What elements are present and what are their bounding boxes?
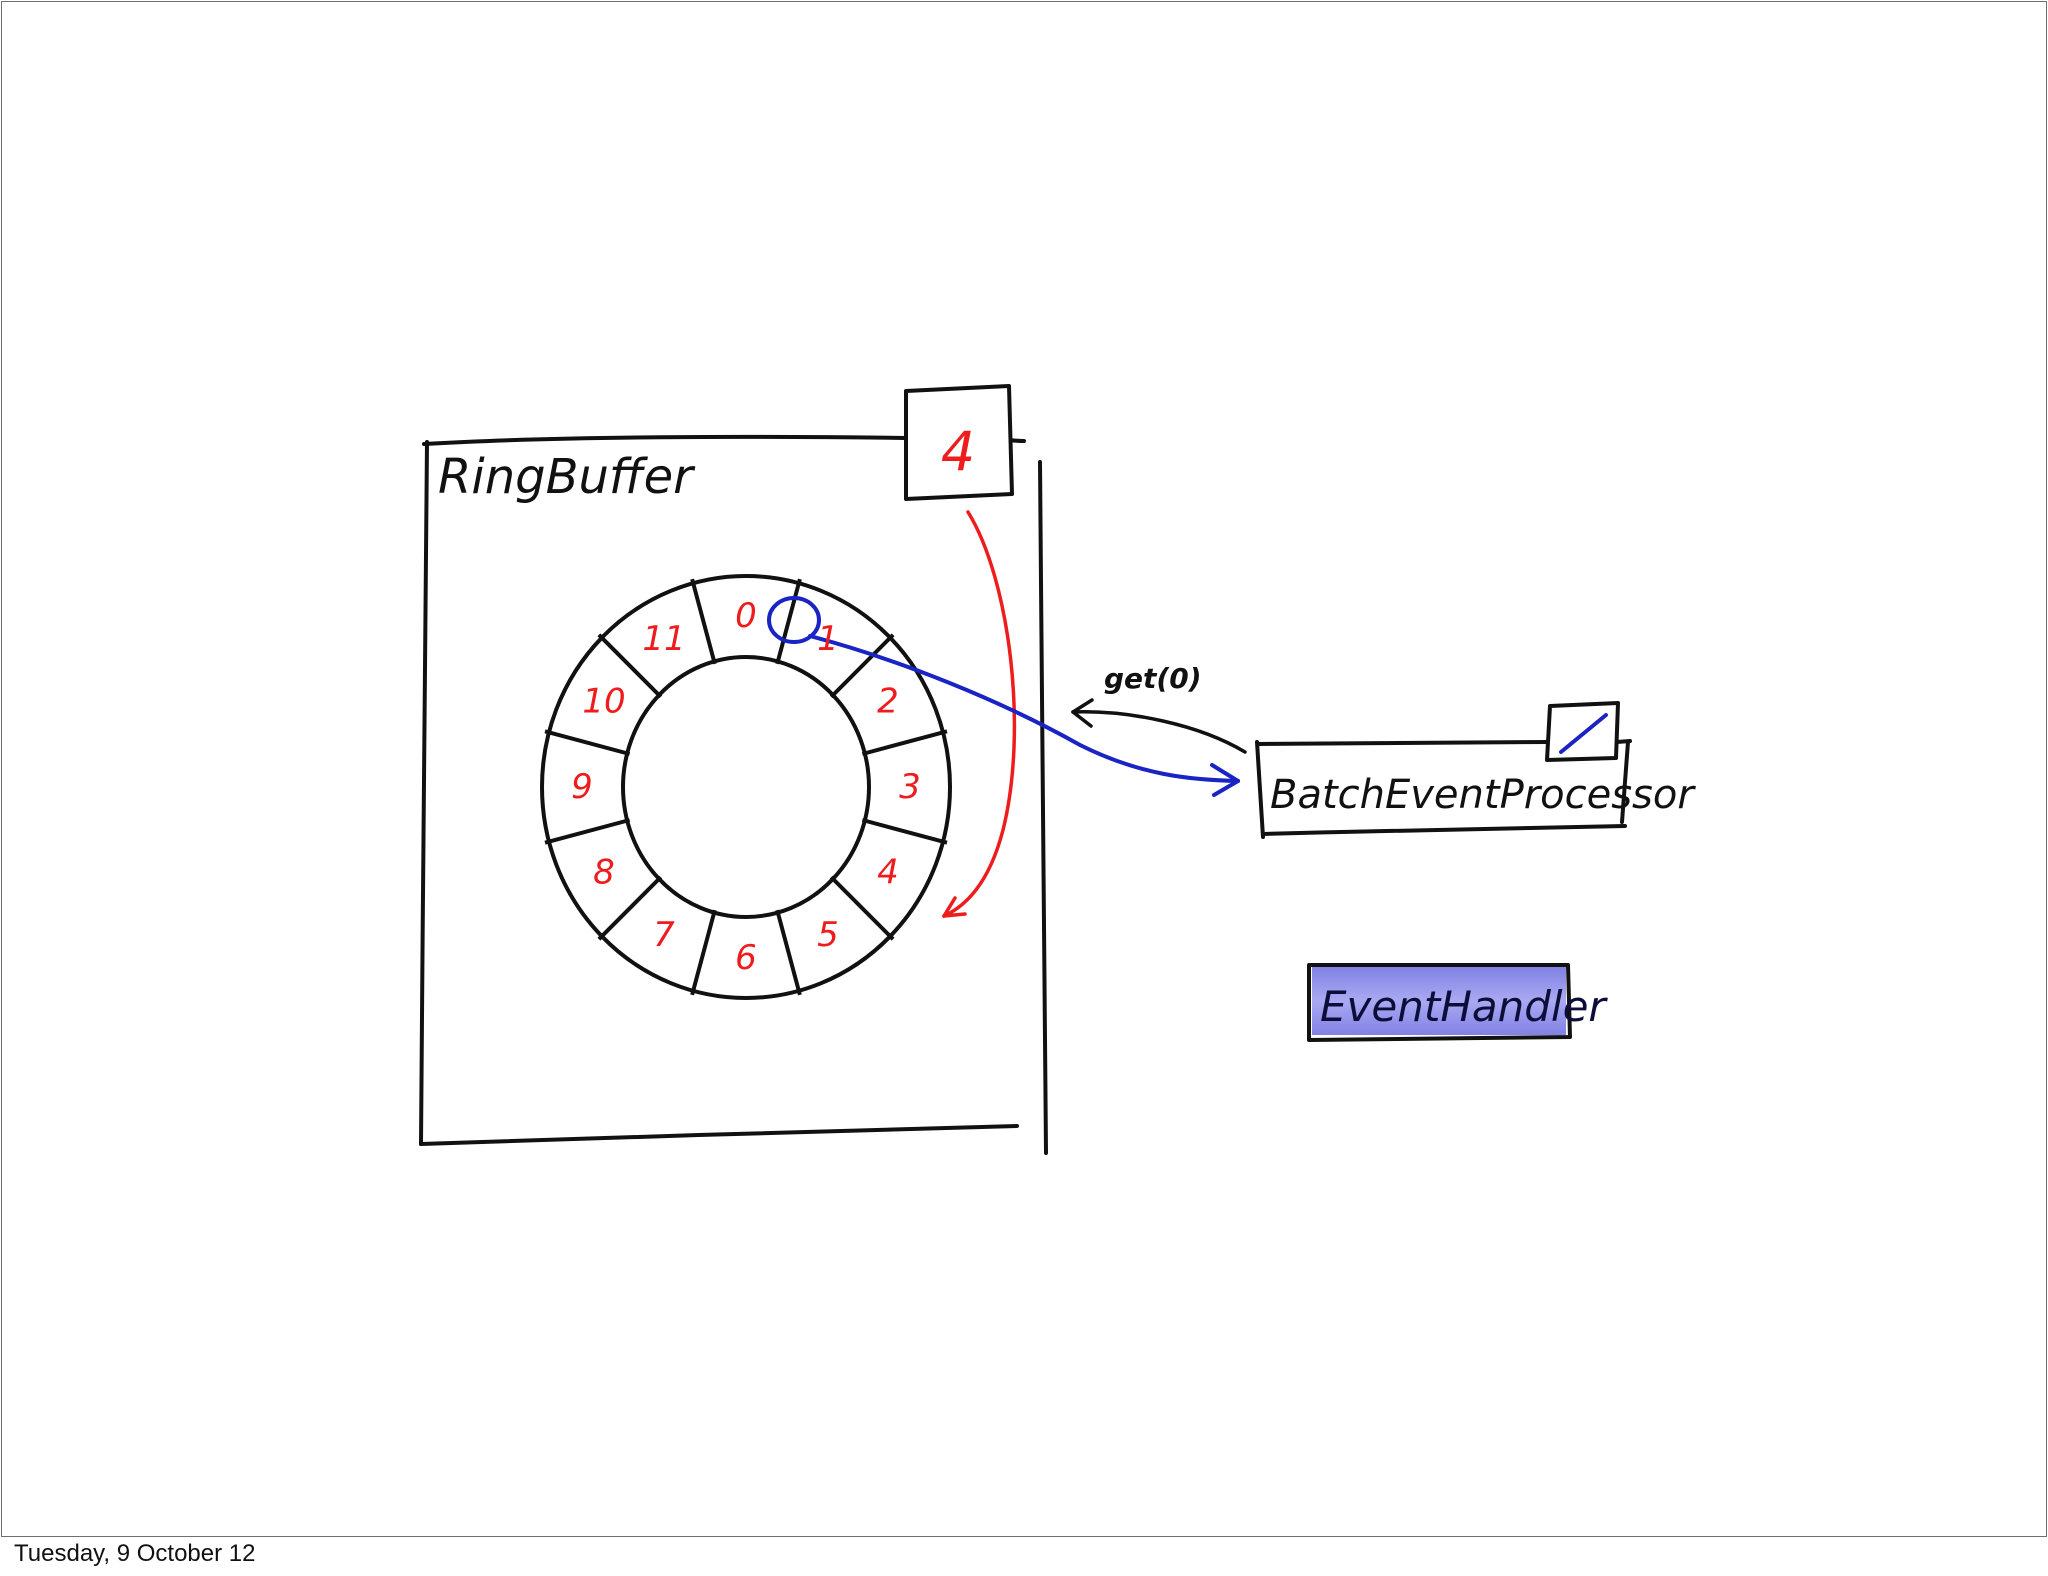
ring-slot-divider bbox=[861, 818, 948, 845]
footer-date: Tuesday, 9 October 12 bbox=[14, 1540, 256, 1567]
slide-frame bbox=[1, 1, 2047, 1537]
ring-slot-divider bbox=[544, 818, 631, 845]
ring-slot-9: 9 bbox=[571, 767, 593, 807]
ring-slot-divider bbox=[861, 729, 948, 756]
handler-label: EventHandler bbox=[1320, 982, 1608, 1031]
ring-slot-divider bbox=[829, 633, 895, 699]
ring-slot-divider bbox=[775, 578, 802, 665]
ring-slot-4: 4 bbox=[877, 853, 899, 893]
ring-slot-divider bbox=[775, 909, 802, 996]
ring-slot-divider bbox=[544, 729, 631, 756]
ringbuffer-sequence-box bbox=[904, 384, 1014, 501]
processor-sequence-slash bbox=[1559, 713, 1608, 754]
ring-slot-1: 1 bbox=[817, 619, 839, 659]
ring-slot-8: 8 bbox=[593, 853, 615, 893]
handler-box bbox=[1307, 963, 1572, 1042]
ring-inner-edge bbox=[621, 655, 871, 919]
processor-sequence-box bbox=[1545, 701, 1620, 762]
ring-slot-divider bbox=[829, 875, 895, 941]
get-call-label: get(0) bbox=[1104, 662, 1202, 695]
ring-slot-2: 2 bbox=[877, 682, 899, 722]
ring bbox=[540, 574, 952, 1000]
advance-arrow bbox=[942, 510, 1017, 918]
read-connection bbox=[767, 596, 1240, 797]
ring-slot-divider bbox=[690, 578, 717, 665]
ring-slot-11: 11 bbox=[642, 619, 685, 659]
get-call-arrow bbox=[1071, 698, 1247, 754]
ring-slot-divider bbox=[597, 633, 663, 699]
ring-slot-7: 7 bbox=[653, 915, 675, 955]
read-slot-marker bbox=[767, 596, 821, 644]
ringbuffer-title: RingBuffer bbox=[438, 449, 696, 505]
ring-slot-6: 6 bbox=[735, 938, 757, 978]
ringbuffer-box bbox=[419, 434, 1048, 1155]
ring-slot-10: 10 bbox=[582, 682, 625, 722]
ring-slot-0: 0 bbox=[735, 596, 757, 636]
processor-label: BatchEventProcessor bbox=[1270, 772, 1696, 818]
ring-slot-divider bbox=[690, 909, 717, 996]
ring-slot-3: 3 bbox=[899, 767, 921, 807]
ringbuffer-sequence: 4 bbox=[941, 421, 975, 484]
processor-box bbox=[1255, 739, 1632, 839]
ring-slot-divider bbox=[597, 875, 663, 941]
ring-outer-edge bbox=[540, 574, 952, 1000]
ring-slot-5: 5 bbox=[817, 915, 839, 955]
